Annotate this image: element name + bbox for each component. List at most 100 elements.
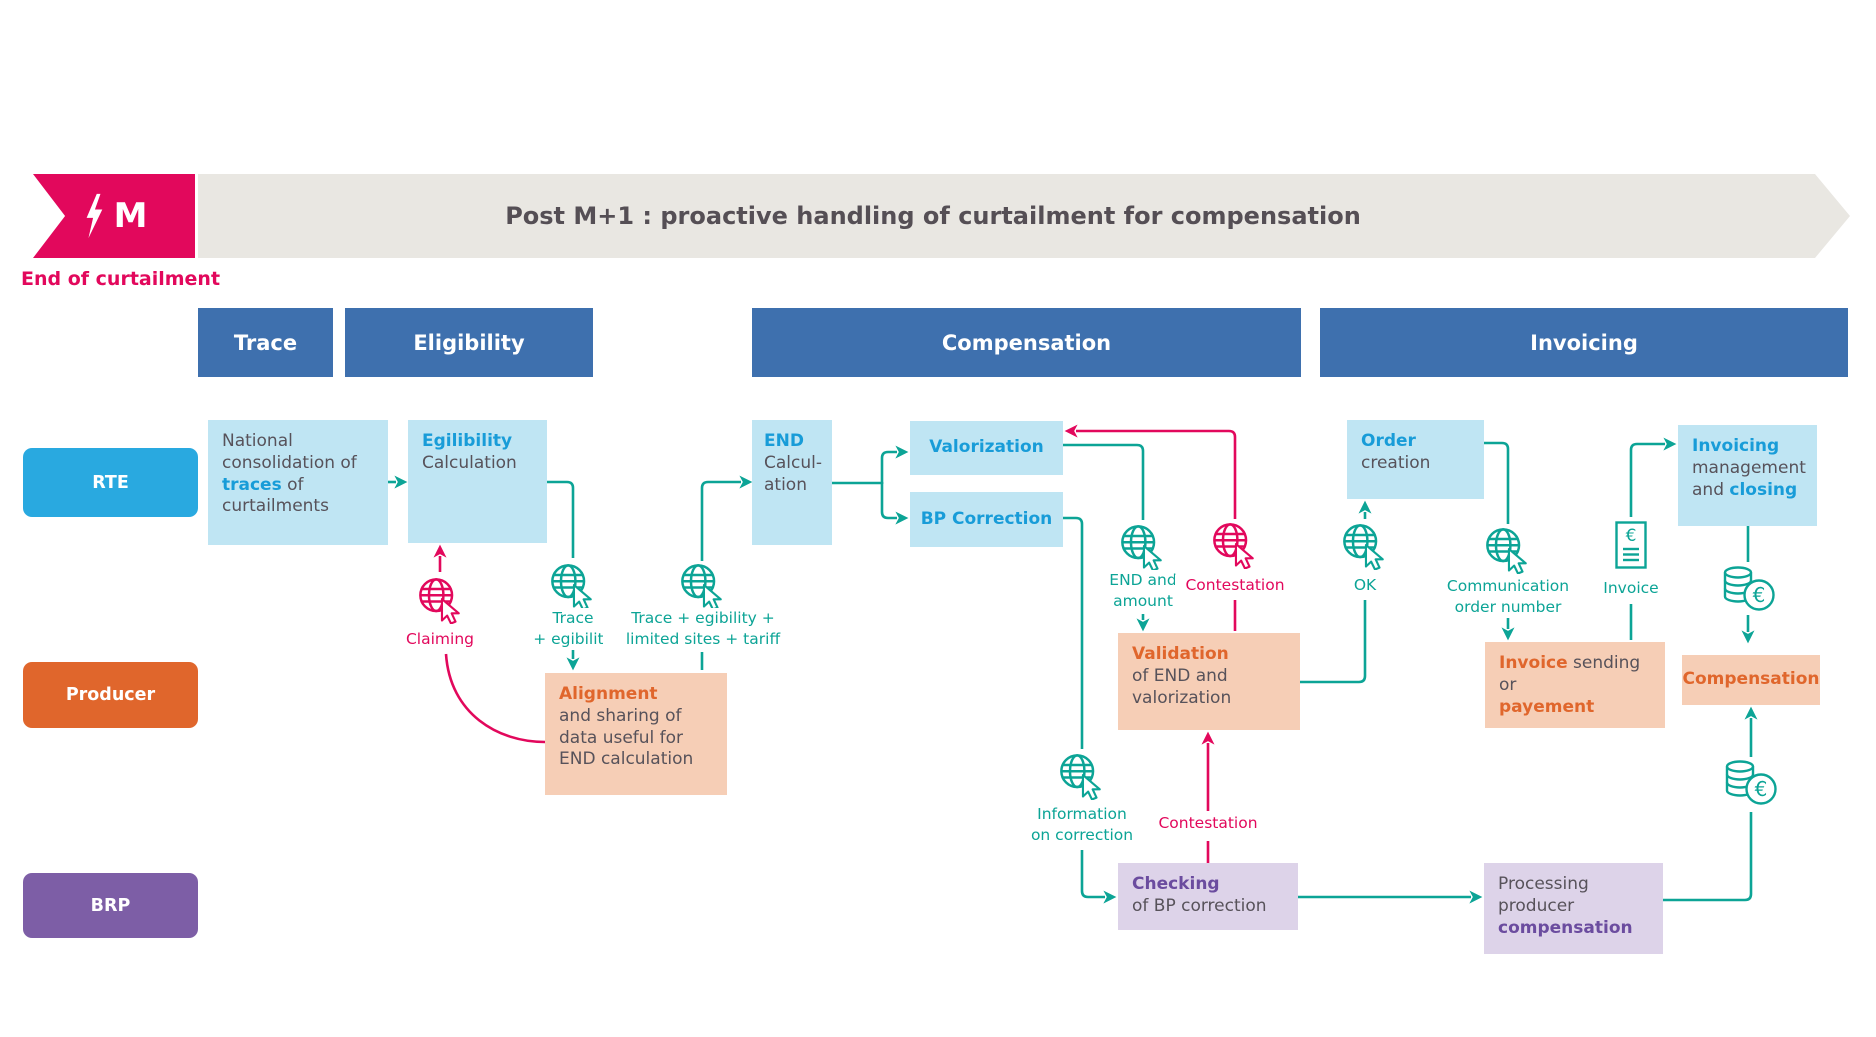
egilibility-subtitle: Calculation: [422, 452, 517, 473]
connector-order-to-comm-icon: [1484, 441, 1510, 524]
alignment-line2: and sharing of: [559, 705, 682, 726]
ok-label: OK: [1340, 575, 1390, 596]
trace-egibility-l1: Trace: [552, 609, 594, 627]
contestation-globe-click-icon: [1211, 521, 1259, 569]
connector-info-to-checking: [1080, 850, 1117, 904]
valorization-box: Valorization: [910, 421, 1063, 475]
connector-end-to-valorization: [880, 445, 909, 484]
connector-invoice-icon-to-invoicing-mgmt: [1629, 437, 1677, 517]
trace-egibility-l2: + egibility: [533, 629, 613, 648]
communication-l2: order number: [1454, 597, 1562, 616]
invoicing-management-box: Invoicing management and closing: [1678, 425, 1817, 526]
trace-egibility-globe-click-icon: [549, 562, 597, 610]
claiming-globe-click-icon: [417, 576, 465, 624]
contestation-top-label: Contestation: [1175, 575, 1295, 596]
invoice-sending-line1: Invoice sending: [1499, 653, 1651, 675]
compensation-box: Compensation: [1682, 655, 1820, 705]
connector-end-to-bp-correction: [880, 482, 909, 525]
connector-processing-to-coins: [1663, 812, 1753, 902]
lane-label-brp: BRP: [23, 873, 198, 938]
timeline-title: Post M+1 : proactive handling of curtail…: [505, 202, 1361, 230]
alignment-title: Alignment: [559, 684, 658, 704]
bp-correction-title: BP Correction: [920, 508, 1053, 529]
contestation-bottom-label: Contestation: [1148, 813, 1268, 834]
phase-header-trace: Trace: [198, 308, 333, 377]
alignment-line3: data useful for: [559, 727, 684, 748]
connector-alignment-to-claiming: [444, 653, 546, 744]
national-consolidation-text-2: of curtailments: [222, 474, 329, 517]
end-amount-l1: END and: [1109, 571, 1177, 589]
trace-tariff-label: Trace + egibility + limited sites + tari…: [603, 608, 803, 650]
payement-highlight: payement: [1499, 696, 1595, 717]
communication-l1: Communication: [1446, 577, 1570, 595]
invoicing-mgmt-line2: management: [1692, 457, 1806, 478]
invoice-sending-line2: or: [1499, 674, 1517, 695]
compensation-title: Compensation: [1682, 669, 1820, 690]
lane-label-producer: Producer: [23, 662, 198, 728]
invoicing-mgmt-and: and: [1692, 479, 1730, 500]
end-line3: ation: [764, 474, 807, 495]
invoicing-mgmt-line3: and closing: [1692, 480, 1803, 502]
valorization-title: Valorization: [929, 437, 1044, 458]
end-line2: Calcul-: [764, 452, 822, 473]
milestone-label: M: [113, 196, 148, 236]
connector-tariff-icon-to-end: [700, 475, 753, 561]
phase-header-eligibility: Eligibility: [345, 308, 593, 377]
connector-valorization-to-endamount-icon: [1063, 443, 1145, 520]
invoicing-mgmt-title: Invoicing: [1692, 436, 1780, 456]
end-amount-l2: amount: [1113, 591, 1173, 610]
trace-tariff-l2: limited sites + tariff: [625, 629, 781, 648]
ok-globe-click-icon: [1341, 522, 1389, 570]
egilibility-calculation-box: Egilibility Calculation: [408, 420, 547, 543]
communication-globe-click-icon: [1484, 526, 1532, 574]
end-title: END: [764, 431, 804, 451]
end-calculation-box: END Calcul- ation: [752, 420, 832, 545]
checking-title: Checking: [1132, 874, 1220, 894]
trace-tariff-globe-click-icon: [679, 562, 727, 610]
information-l1: Information: [1037, 805, 1127, 823]
egilibility-title: Egilibility: [422, 431, 513, 451]
checking-box: Checking of BP correction: [1118, 863, 1298, 930]
invoice-sending-box: Invoice sending or payement: [1485, 642, 1665, 728]
end-amount-globe-click-icon: [1119, 523, 1167, 571]
euro-coins-icon-top: [1720, 564, 1776, 614]
invoice-document-icon: [1614, 520, 1648, 570]
alignment-line4: END calculation: [559, 749, 694, 770]
communication-order-label: Communication order number: [1428, 576, 1588, 618]
phase-header-invoicing: Invoicing: [1320, 308, 1848, 377]
validation-box: Validation of END and valorization: [1118, 633, 1300, 730]
euro-coins-icon-bottom: [1722, 758, 1778, 808]
national-consolidation-box: National consolidation of traces of curt…: [208, 420, 388, 545]
information-l2: on correction: [1030, 825, 1134, 844]
alignment-box: Alignment and sharing of data useful for…: [545, 673, 727, 795]
phase-header-compensation: Compensation: [752, 308, 1301, 377]
validation-line3: valorization: [1132, 687, 1232, 708]
processing-compensation-highlight: compensation: [1498, 917, 1633, 938]
checking-line2: of BP correction: [1132, 895, 1267, 916]
order-subtitle: creation: [1361, 452, 1431, 473]
closing-highlight: closing: [1729, 479, 1798, 500]
lightning-icon: [81, 192, 107, 240]
lane-label-rte: RTE: [23, 448, 198, 517]
validation-line2: of END and: [1132, 665, 1228, 686]
connector-egilibility-to-trace-icon: [547, 480, 575, 558]
traces-highlight: traces: [222, 474, 282, 495]
national-consolidation-text: National consolidation of: [222, 431, 357, 473]
invoice-sending-rest: sending: [1567, 653, 1641, 673]
bp-correction-box: BP Correction: [910, 492, 1063, 547]
connector-contestation-to-valorization: [1064, 424, 1237, 519]
information-correction-label: Information on correction: [1022, 804, 1142, 846]
processing-line1: Processing: [1498, 874, 1589, 894]
end-of-curtailment-label: End of curtailment: [21, 268, 221, 290]
invoice-highlight: Invoice: [1499, 653, 1568, 673]
information-globe-click-icon: [1058, 752, 1106, 800]
validation-title: Validation: [1132, 644, 1229, 664]
claiming-label: Claiming: [385, 629, 495, 650]
connector-validation-to-ok-icon: [1300, 600, 1367, 684]
connector-bp-correction-to-info-icon: [1063, 516, 1084, 749]
processing-box: Processing producer compensation: [1484, 863, 1663, 954]
end-amount-label: END and amount: [1098, 570, 1188, 612]
timeline-band: [198, 174, 1850, 258]
